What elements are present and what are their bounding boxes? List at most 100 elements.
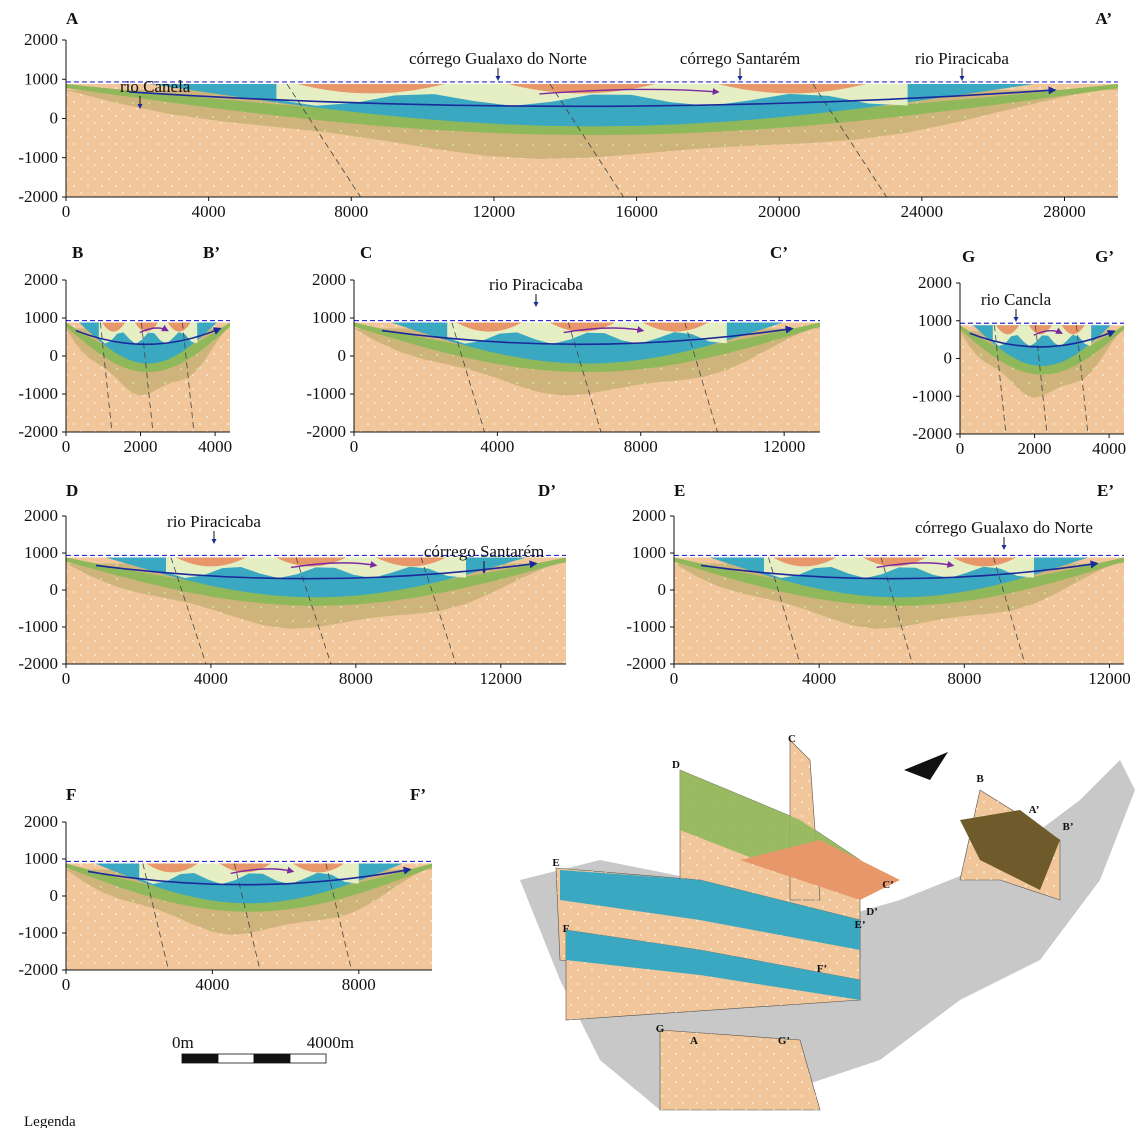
fence-orange [740,840,900,900]
fault-line [812,83,887,198]
block-label: A’ [1029,804,1040,816]
section-start-label: B [72,243,83,262]
block-label: A [690,1035,698,1047]
flow-arrow [95,560,538,580]
y-tick-label: 0 [658,580,667,599]
y-tick-label: 0 [50,580,59,599]
y-tick-label: -1000 [18,617,58,636]
river-label: rio Canela [120,77,191,96]
block-label: D’ [866,906,878,918]
fault-line [233,863,261,971]
green-layer [66,551,566,606]
orange-lens [773,557,836,567]
fault-line [880,557,913,665]
y-tick-label: 0 [944,349,953,368]
river-label: rio Piracicaba [167,512,261,531]
section-end-label: E’ [1097,481,1114,500]
orange-lens [167,322,191,332]
y-tick-label: 1000 [24,69,58,88]
x-tick-label: 28000 [1043,202,1086,221]
section-start-label: C [360,243,372,262]
flow-arrow-shallow [563,326,645,334]
x-tick-label: 4000 [198,437,232,456]
flow-arrow [87,866,412,886]
y-tick-label: 1000 [312,308,346,327]
flow-arrow [969,330,1116,348]
y-tick-label: -1000 [626,617,666,636]
fault-line [684,322,718,433]
block-label: B [976,773,984,785]
y-tick-label: -1000 [18,923,58,942]
y-tick-label: 1000 [24,308,58,327]
section-end-label: G’ [1095,247,1114,266]
x-tick-label: 0 [62,202,71,221]
scale-right-label: 4000m [307,1033,354,1052]
x-tick-label: 12000 [480,669,523,688]
y-tick-label: 2000 [24,270,58,289]
x-tick-label: 0 [350,437,359,456]
y-tick-label: 2000 [312,270,346,289]
flow-arrow [381,325,794,346]
section-start-label: D [66,481,78,500]
fault-line [768,557,801,665]
x-tick-label: 4000 [195,975,229,994]
y-tick-label: 0 [338,346,347,365]
legend-title: Legenda [24,1114,76,1128]
y-tick-label: -2000 [18,960,58,979]
x-tick-label: 12000 [763,437,806,456]
section-end-label: A’ [1095,9,1112,28]
y-tick-label: -2000 [18,654,58,673]
orange-lens [376,557,446,567]
fault-line [286,83,361,198]
flow-arrow-shallow [539,88,720,95]
y-tick-label: -1000 [306,384,346,403]
orange-lens [134,322,158,332]
fault-line [1035,325,1048,435]
green-layer [674,551,1124,606]
river-label: rio Piracicaba [489,275,583,294]
flow-arrow-shallow [139,324,169,334]
river-label: rio Piracicaba [915,49,1009,68]
y-tick-label: -2000 [306,422,346,441]
flow-arrow [75,327,222,346]
fault-line [170,557,207,665]
fault-line [420,557,457,665]
y-tick-label: 0 [50,109,59,128]
x-tick-label: 12000 [473,202,516,221]
orange-lens [953,557,1016,567]
x-tick-label: 8000 [947,669,981,688]
x-tick-label: 12000 [1088,669,1131,688]
orange-lens [297,83,445,94]
x-tick-label: 4000 [802,669,836,688]
fault-line [993,557,1026,665]
block-label: F’ [817,963,827,975]
fence-aquifer [560,870,860,950]
y-tick-label: -1000 [18,384,58,403]
block-label: F [563,923,570,935]
y-tick-label: -1000 [18,148,58,167]
x-tick-label: 4000 [1092,439,1126,458]
green-layer [66,316,230,373]
block-label: B’ [1063,821,1074,833]
x-tick-label: 8000 [342,975,376,994]
y-tick-label: 0 [50,886,59,905]
fault-line [182,322,195,433]
y-tick-label: 2000 [24,30,58,49]
orange-lens [1028,325,1052,335]
orange-lens [549,322,615,332]
section-start-label: A [66,9,79,28]
section-start-label: F [66,785,76,804]
fault-line [1076,325,1089,435]
flow-arrow-shallow [876,560,955,569]
fault-line [100,322,113,433]
block-label: C’ [882,879,894,891]
block-label: C [788,733,796,745]
orange-lens [507,83,656,94]
section-start-label: G [962,247,975,266]
